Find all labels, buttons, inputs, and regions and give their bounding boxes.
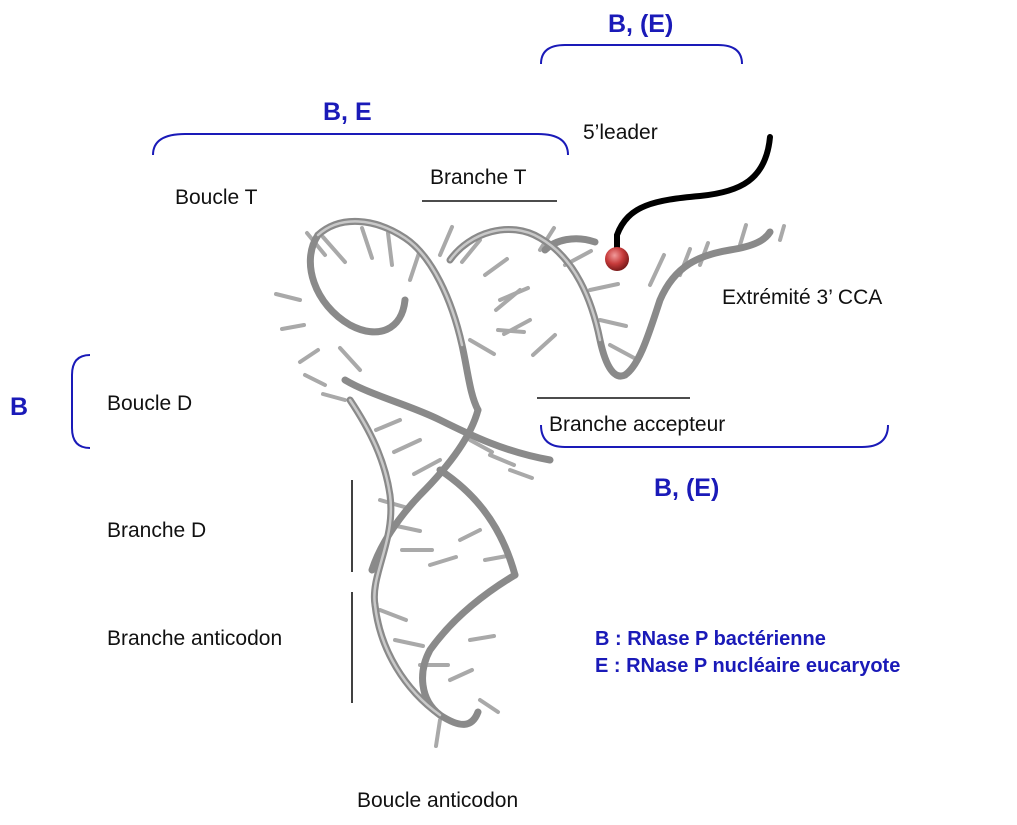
label-boucle-anticodon: Boucle anticodon — [357, 790, 518, 811]
label-branche-anticodon: Branche anticodon — [107, 628, 282, 649]
tag-top-left: B, E — [323, 100, 372, 125]
tag-top-right: B, (E) — [608, 12, 673, 37]
label-boucle-d: Boucle D — [107, 393, 192, 414]
cleavage-site-ball — [605, 247, 629, 271]
bracket-top-right — [541, 45, 742, 64]
backbone-highlight — [318, 221, 600, 715]
brackets — [72, 45, 888, 448]
label-boucle-t: Boucle T — [175, 187, 258, 208]
leader-strand — [617, 137, 770, 258]
label-branche-t: Branche T — [430, 167, 527, 188]
tag-acceptor: B, (E) — [654, 476, 719, 501]
legend-line-e: E : RNase P nucléaire eucaryote — [595, 653, 900, 680]
label-branche-accepteur: Branche accepteur — [549, 414, 725, 435]
legend-line-b: B : RNase P bactérienne — [595, 626, 900, 653]
legend: B : RNase P bactérienne E : RNase P nucl… — [595, 626, 900, 680]
label-branche-d: Branche D — [107, 520, 206, 541]
bracket-left — [72, 355, 90, 448]
label-extremite: Extrémité 3’ CCA — [722, 287, 882, 308]
bracket-top-left — [153, 134, 568, 155]
label-leader: 5’leader — [583, 122, 658, 143]
tag-left: B — [10, 395, 28, 420]
